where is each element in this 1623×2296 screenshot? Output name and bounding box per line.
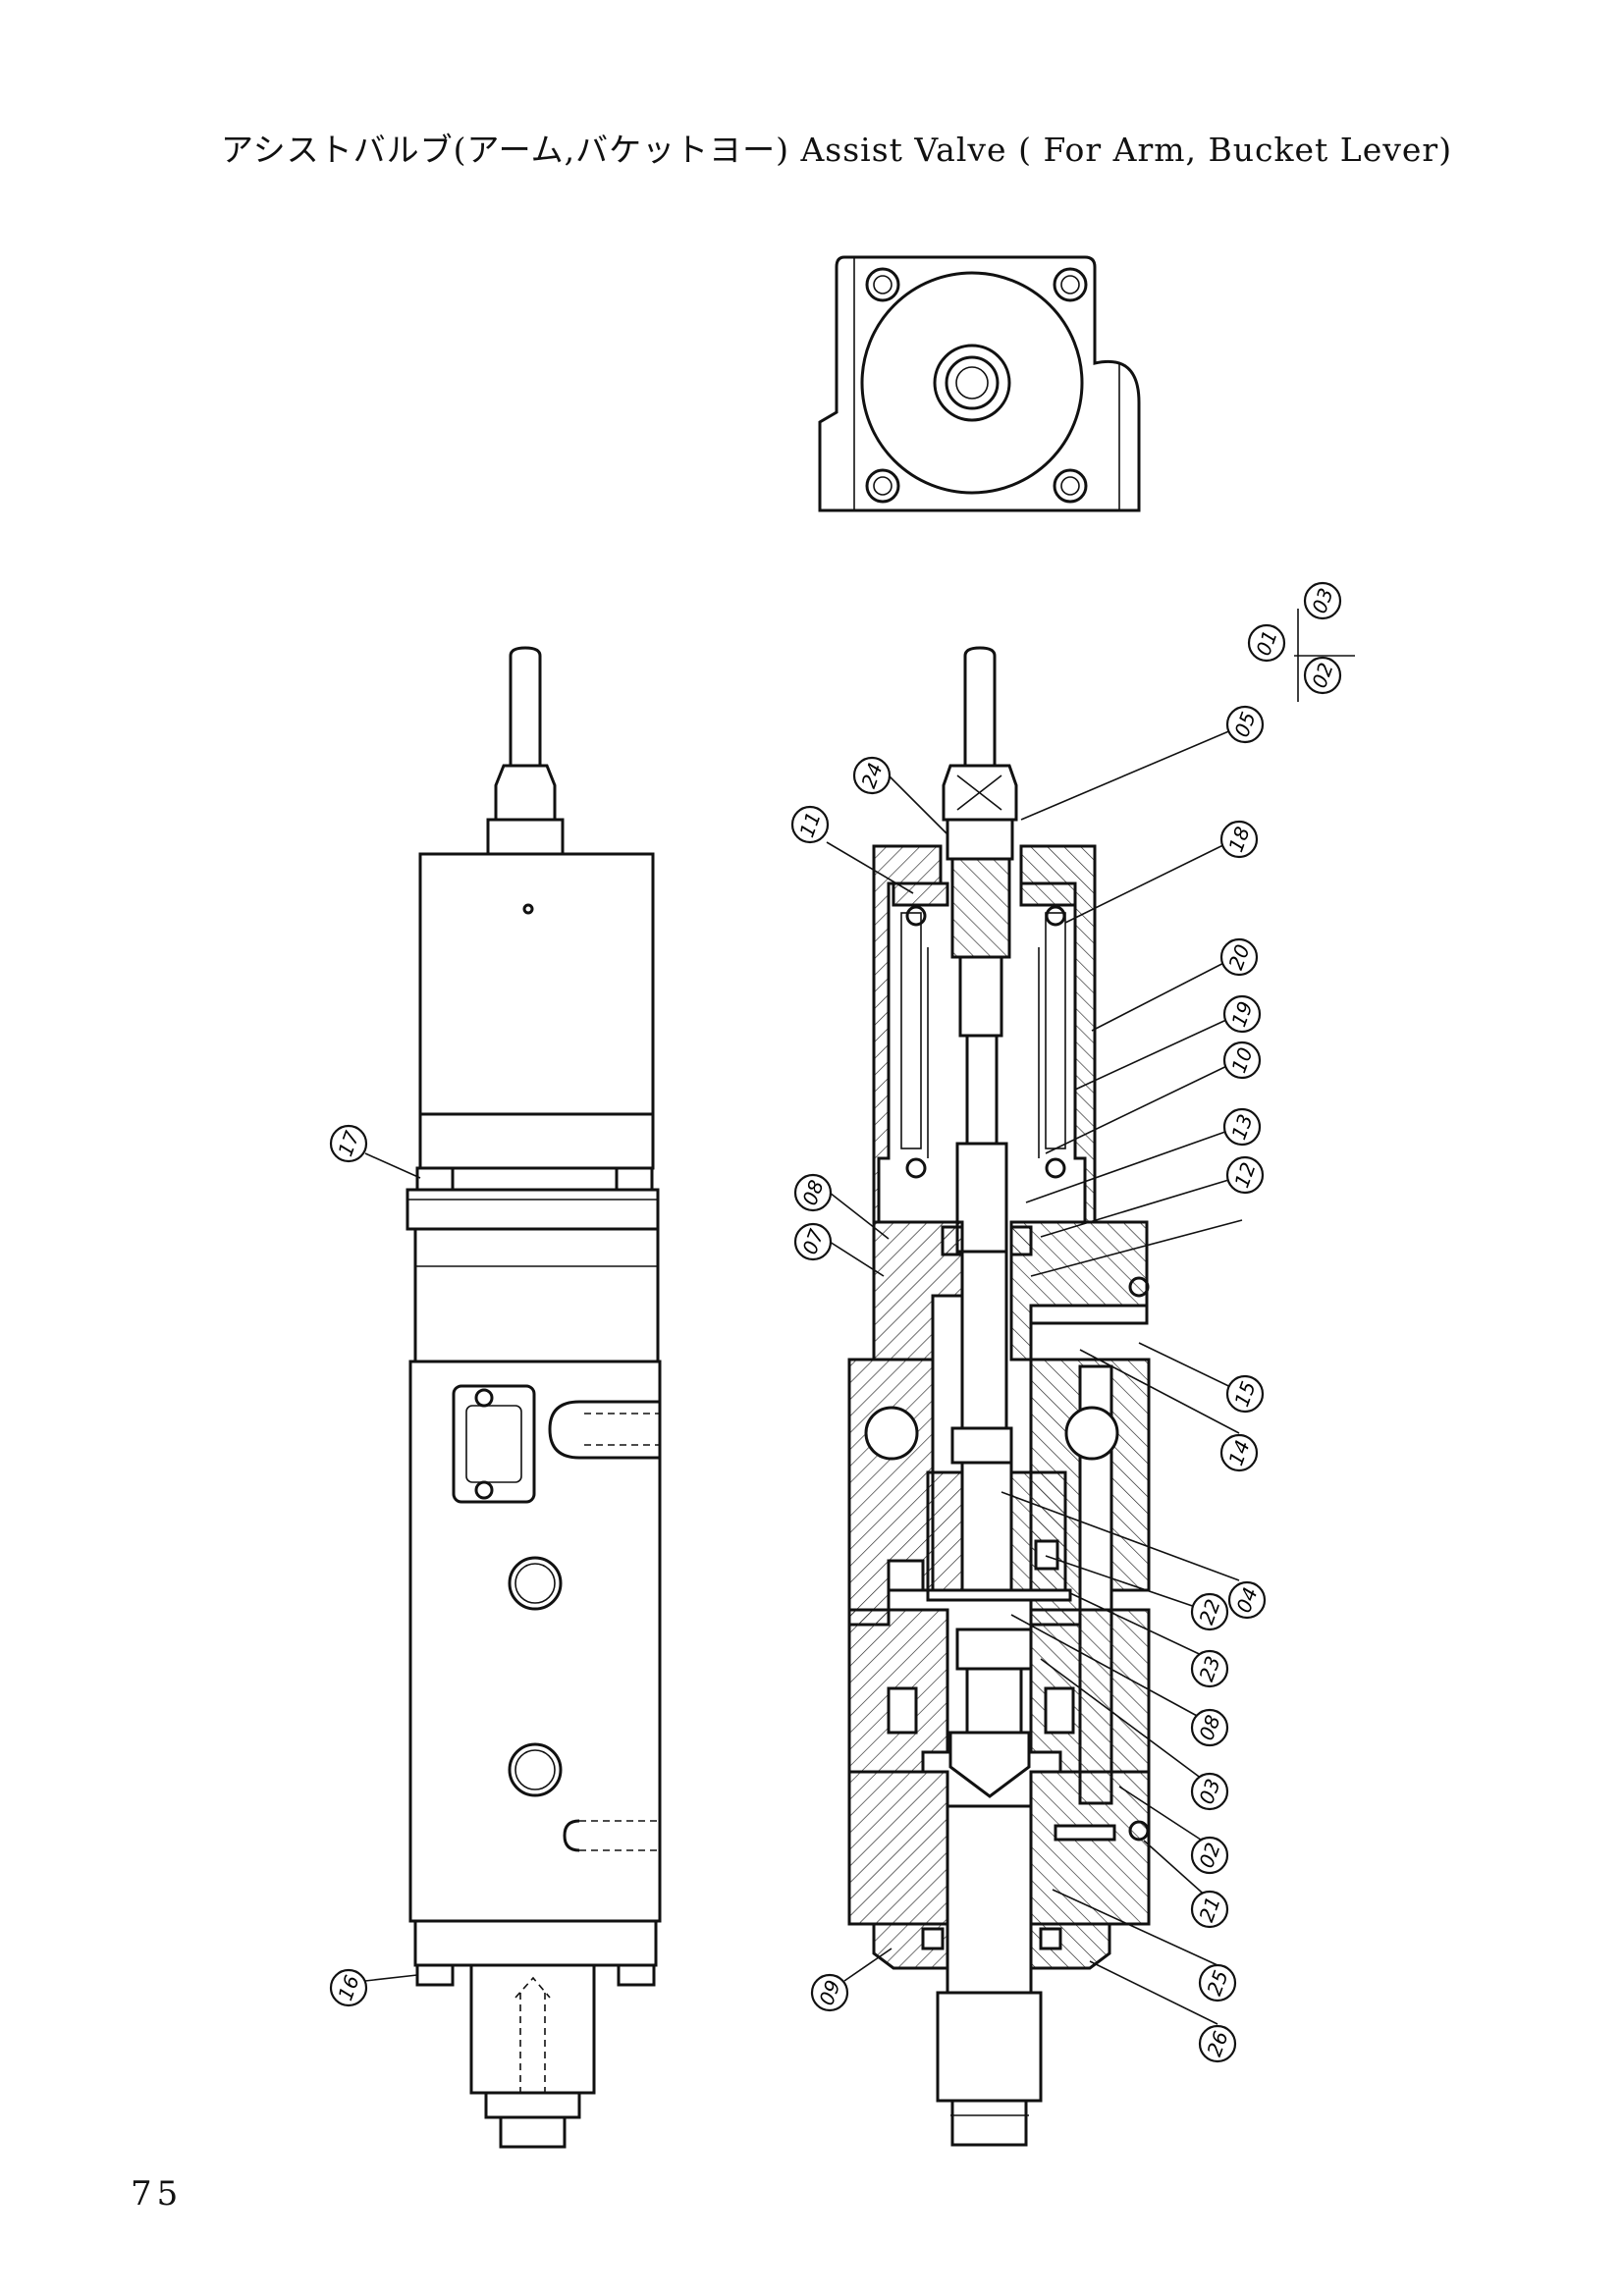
callout-08-upper: 08 <box>793 1173 833 1212</box>
page-title: アシストバルブ(アーム,バケットヨー) Assist Valve ( For A… <box>221 131 1453 169</box>
callout-24: 24 <box>852 756 892 795</box>
callout-26: 26 <box>1198 2024 1237 2063</box>
callout-03-lower: 03 <box>1190 1772 1229 1811</box>
section-view <box>847 646 1151 2147</box>
callout-23: 23 <box>1190 1649 1229 1688</box>
side-view <box>406 646 662 2149</box>
callout-bubbles: 01 02 03 05 24 11 18 20 19 10 13 12 08 0… <box>329 581 1342 2063</box>
top-view <box>818 255 1141 512</box>
callout-07: 07 <box>793 1222 833 1261</box>
callout-25: 25 <box>1198 1963 1237 2002</box>
callout-19: 19 <box>1222 994 1262 1034</box>
callout-11: 11 <box>790 805 830 844</box>
leader-lines <box>364 609 1299 2025</box>
callout-14: 14 <box>1219 1433 1259 1472</box>
callout-02-lower: 02 <box>1190 1836 1229 1875</box>
callout-15: 15 <box>1225 1374 1265 1414</box>
page-number: 75 <box>131 2174 184 2214</box>
callout-12: 12 <box>1225 1155 1265 1195</box>
callout-08-lower: 08 <box>1190 1708 1229 1747</box>
callout-21: 21 <box>1190 1890 1229 1929</box>
callout-18: 18 <box>1219 820 1259 859</box>
callout-03: 03 <box>1303 581 1342 620</box>
callout-22: 22 <box>1190 1592 1229 1631</box>
callout-16: 16 <box>329 1968 368 2007</box>
callout-10: 10 <box>1222 1041 1262 1080</box>
callout-20: 20 <box>1219 937 1259 977</box>
callout-02: 02 <box>1303 656 1342 695</box>
callout-09: 09 <box>810 1973 849 2012</box>
callout-01: 01 <box>1247 623 1286 663</box>
callout-17: 17 <box>329 1124 368 1163</box>
callout-05: 05 <box>1225 705 1265 744</box>
callout-13: 13 <box>1222 1107 1262 1147</box>
callout-04: 04 <box>1227 1580 1267 1620</box>
